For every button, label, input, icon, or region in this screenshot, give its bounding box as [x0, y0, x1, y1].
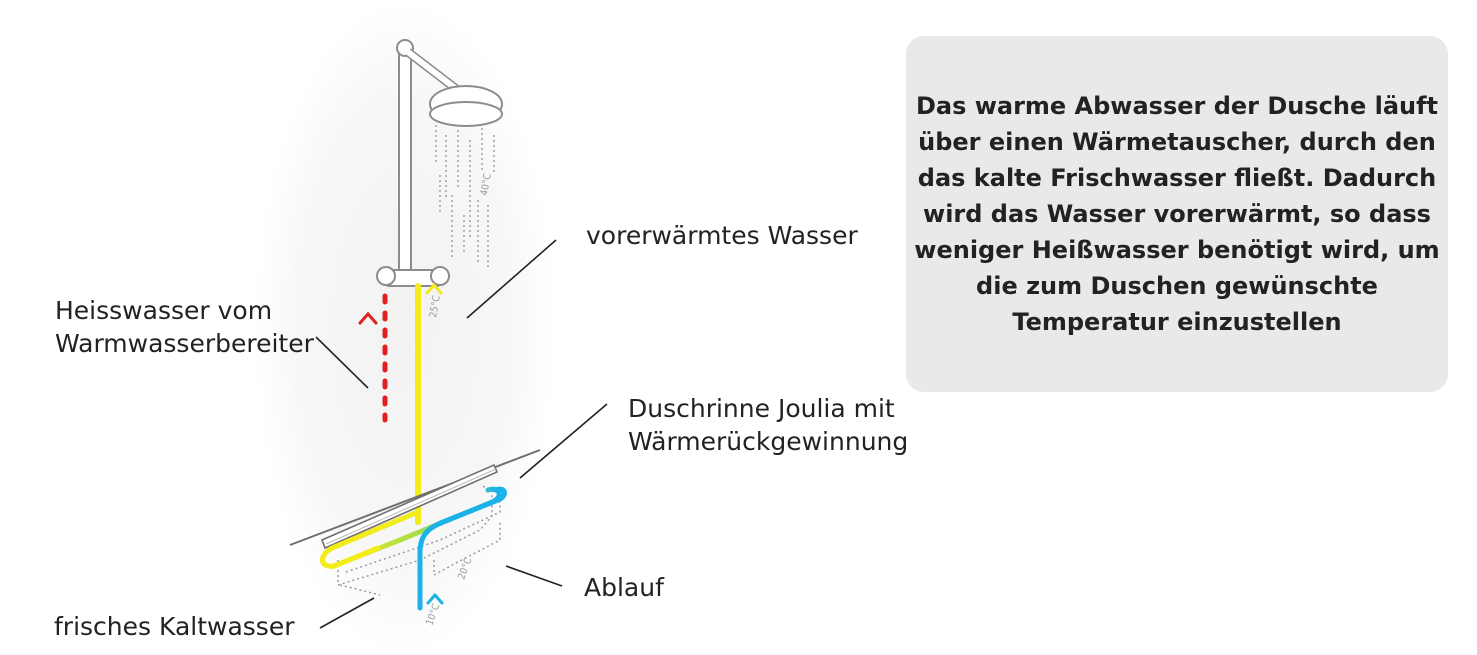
drain-outline: [337, 484, 501, 596]
shower-fixture: [376, 39, 503, 287]
leader-cold-water: [319, 597, 375, 629]
label-drain-channel: Duschrinne Joulia mit Wärmerückgewinnung: [628, 394, 908, 457]
temp-preheated: 25°C: [428, 295, 443, 319]
preheated-water-pipe: [415, 282, 443, 525]
leader-drain: [505, 565, 563, 587]
shower-floor: [289, 449, 541, 550]
leader-lines: [315, 239, 608, 629]
leader-channel: [519, 403, 608, 479]
info-box: Das warme Abwasser der Dusche läuft über…: [906, 36, 1448, 392]
hot-water-pipe: [358, 293, 388, 423]
label-preheated-water: vorerwärmtes Wasser: [586, 221, 858, 250]
label-hot-water-line2: Warmwasserbereiter: [55, 329, 314, 358]
label-hot-water: Heisswasser vom Warmwasserbereiter: [55, 296, 314, 359]
label-drain: Ablauf: [584, 573, 664, 602]
cold-water-pipe: [417, 486, 507, 611]
leader-hot-water: [315, 336, 369, 389]
label-cold-water: frisches Kaltwasser: [54, 612, 295, 641]
leader-preheated: [466, 239, 557, 319]
info-text: Das warme Abwasser der Dusche läuft über…: [914, 92, 1440, 336]
label-drain-channel-line2: Wärmerückgewinnung: [628, 427, 909, 456]
label-drain-channel-line1: Duschrinne Joulia mit: [628, 394, 895, 423]
label-hot-water-line1: Heisswasser vom: [55, 296, 273, 325]
temp-shower: 40°C: [479, 173, 494, 197]
water-spray: [435, 125, 495, 270]
